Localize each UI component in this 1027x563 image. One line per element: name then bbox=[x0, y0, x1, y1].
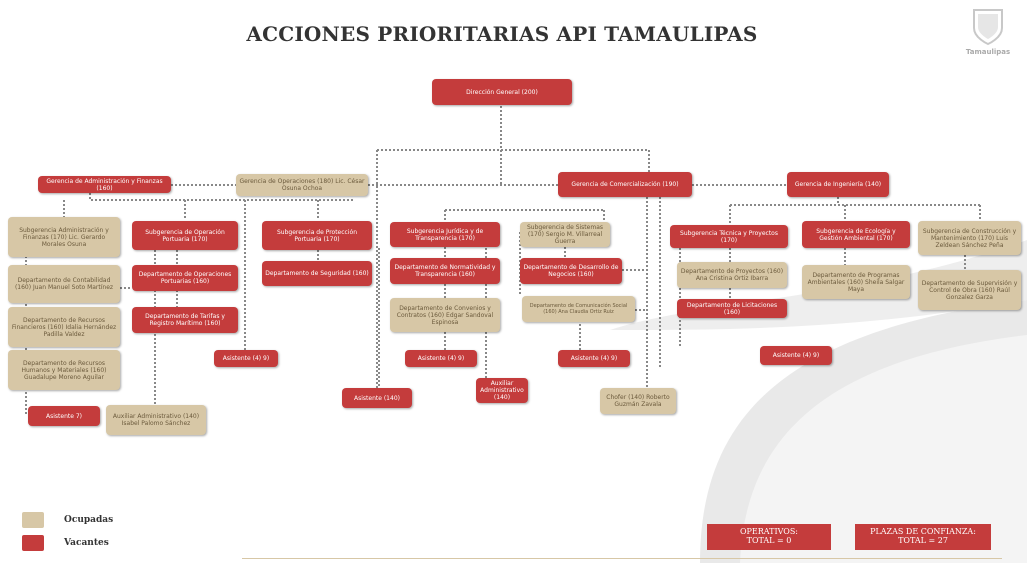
node-depto-operaciones-portuarias[interactable]: Departamento de Operaciones Portuarias (… bbox=[132, 265, 238, 291]
node-auxiliar-administrativo-jur[interactable]: Auxiliar Administrativo (140) bbox=[476, 378, 528, 403]
node-depto-desarrollo-negocios[interactable]: Departamento de Desarrollo de Negocios (… bbox=[520, 258, 622, 284]
page-title: ACCIONES PRIORITARIAS API TAMAULIPAS bbox=[246, 22, 758, 46]
node-subgerencia-ecologia[interactable]: Subgerencia de Ecología y Gestión Ambien… bbox=[802, 221, 910, 248]
node-subgerencia-operacion-portuaria[interactable]: Subgerencia de Operación Portuaria (170) bbox=[132, 221, 238, 250]
node-auxiliar-administrativo-oper[interactable]: Auxiliar Administrativo (140) Isabel Pal… bbox=[106, 405, 206, 435]
node-depto-seguridad[interactable]: Departamento de Seguridad (160) bbox=[262, 261, 372, 286]
coat-of-arms-icon bbox=[973, 9, 1003, 46]
totals-confianza-value: TOTAL = 27 bbox=[898, 536, 948, 545]
node-asistente-juridica[interactable]: Asistente (4) 9) bbox=[405, 350, 477, 367]
legend-swatch-ocupadas bbox=[22, 512, 44, 528]
node-depto-programas-ambientales[interactable]: Departamento de Programas Ambientales (1… bbox=[802, 265, 910, 299]
node-depto-convenios[interactable]: Departamento de Convenios y Contratos (1… bbox=[390, 298, 500, 332]
totals-operativos: OPERATIVOS: TOTAL = 0 bbox=[707, 524, 831, 550]
logo-label: Tamaulipas bbox=[965, 48, 1011, 56]
node-gerencia-administracion[interactable]: Gerencia de Administración y Finanzas (1… bbox=[38, 176, 171, 193]
node-depto-tarifas[interactable]: Departamento de Tarifas y Registro Marít… bbox=[132, 307, 238, 333]
node-depto-recursos-humanos[interactable]: Departamento de Recursos Humanos y Mater… bbox=[8, 350, 120, 390]
node-depto-recursos-financieros[interactable]: Departamento de Recursos Financieros (16… bbox=[8, 307, 120, 347]
legend-label-vacantes: Vacantes bbox=[64, 538, 109, 548]
totals-operativos-value: TOTAL = 0 bbox=[746, 536, 792, 545]
node-gerencia-comercializacion[interactable]: Gerencia de Comercialización (190) bbox=[558, 172, 692, 197]
totals-confianza-label: PLAZAS DE CONFIANZA: bbox=[870, 527, 976, 536]
node-asistente-oper[interactable]: Asistente (4) 9) bbox=[214, 350, 278, 367]
node-asistente-ingenieria[interactable]: Asistente (4) 9) bbox=[760, 346, 832, 365]
node-depto-comunicacion[interactable]: Departamento de Comunicación Social (160… bbox=[522, 296, 635, 322]
totals-operativos-label: OPERATIVOS: bbox=[739, 527, 798, 536]
node-depto-normatividad[interactable]: Departamento de Normatividad y Transpare… bbox=[390, 258, 500, 284]
totals-confianza: PLAZAS DE CONFIANZA: TOTAL = 27 bbox=[855, 524, 991, 550]
node-depto-proyectos[interactable]: Departamento de Proyectos (160) Ana Cris… bbox=[677, 262, 787, 288]
node-chofer[interactable]: Chofer (140) Roberto Guzmán Zavala bbox=[600, 388, 676, 414]
node-gerencia-operaciones[interactable]: Gerencia de Operaciones (180) Lic. César… bbox=[236, 174, 368, 196]
tamaulipas-logo: Tamaulipas bbox=[956, 6, 1020, 70]
node-subgerencia-proteccion-portuaria[interactable]: Subgerencia de Protección Portuaria (170… bbox=[262, 221, 372, 250]
node-subgerencia-sistemas[interactable]: Subgerencia de Sistemas (170) Sergio M. … bbox=[520, 222, 610, 247]
footer-divider bbox=[242, 558, 1002, 559]
node-asistente-comercial-b[interactable]: Asistente (4) 9) bbox=[558, 350, 630, 367]
legend-label-ocupadas: Ocupadas bbox=[64, 515, 114, 525]
node-subgerencia-tecnica[interactable]: Subgerencia Técnica y Proyectos (170) bbox=[670, 225, 788, 248]
node-depto-supervision-obra[interactable]: Departamento de Supervisión y Control de… bbox=[918, 270, 1021, 310]
node-direccion-general[interactable]: Dirección General (200) bbox=[432, 79, 572, 105]
node-subgerencia-administracion[interactable]: Subgerencia Administración y Finanzas (1… bbox=[8, 217, 120, 257]
node-gerencia-ingenieria[interactable]: Gerencia de Ingeniería (140) bbox=[787, 172, 889, 197]
node-depto-licitaciones[interactable]: Departamento de Licitaciones (160) bbox=[677, 299, 787, 318]
node-asistente-admin[interactable]: Asistente 7) bbox=[28, 406, 100, 426]
node-subgerencia-juridica[interactable]: Subgerencia Jurídica y de Transparencia … bbox=[390, 222, 500, 247]
node-subgerencia-construccion[interactable]: Subgerencia de Construcción y Mantenimie… bbox=[918, 221, 1021, 255]
node-depto-contabilidad[interactable]: Departamento de Contabilidad (160) Juan … bbox=[8, 265, 120, 303]
legend-swatch-vacantes bbox=[22, 535, 44, 551]
node-asistente-comercial-a[interactable]: Asistente (140) bbox=[342, 388, 412, 408]
